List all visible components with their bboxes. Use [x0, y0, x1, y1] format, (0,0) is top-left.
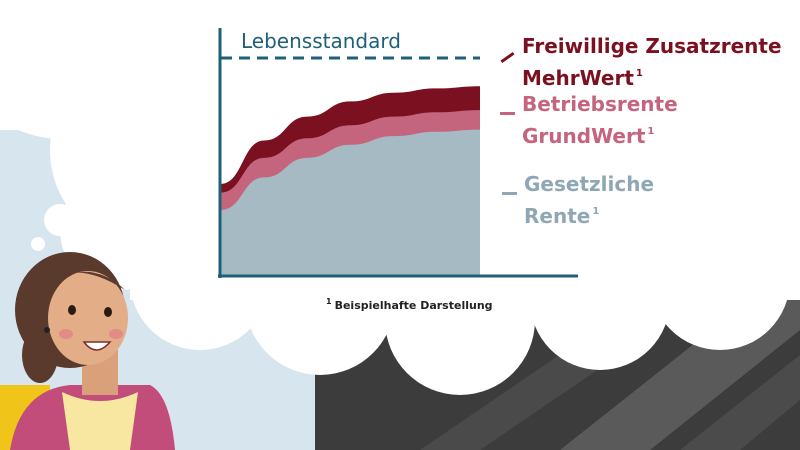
pension-area-chart: Lebensstandard — [218, 28, 578, 278]
legend-footnote-mark: 1 — [592, 206, 600, 217]
lebensstandard-label: Lebensstandard — [241, 29, 401, 53]
area-gesetzliche-rente — [221, 129, 480, 275]
legend-label-line2: GrundWert — [522, 124, 646, 148]
footnote-mark: 1 — [326, 297, 332, 306]
legend-swatch-grundwert — [500, 112, 515, 115]
smiling-woman-illustration — [0, 252, 175, 450]
legend-label-line1: Freiwillige Zusatzrente — [522, 34, 782, 58]
legend-label-line2: Rente — [524, 204, 591, 228]
legend-label-line2: MehrWert — [522, 66, 634, 90]
legend-label-line1: Betriebsrente — [522, 92, 678, 116]
legend-label-line1: Gesetzliche — [524, 172, 655, 196]
legend-footnote-mark: 1 — [635, 68, 643, 79]
footnote-text: Beispielhafte Darstellung — [334, 299, 493, 312]
legend-swatch-gesetzliche-rente — [502, 192, 517, 195]
legend-footnote-mark: 1 — [647, 126, 655, 137]
